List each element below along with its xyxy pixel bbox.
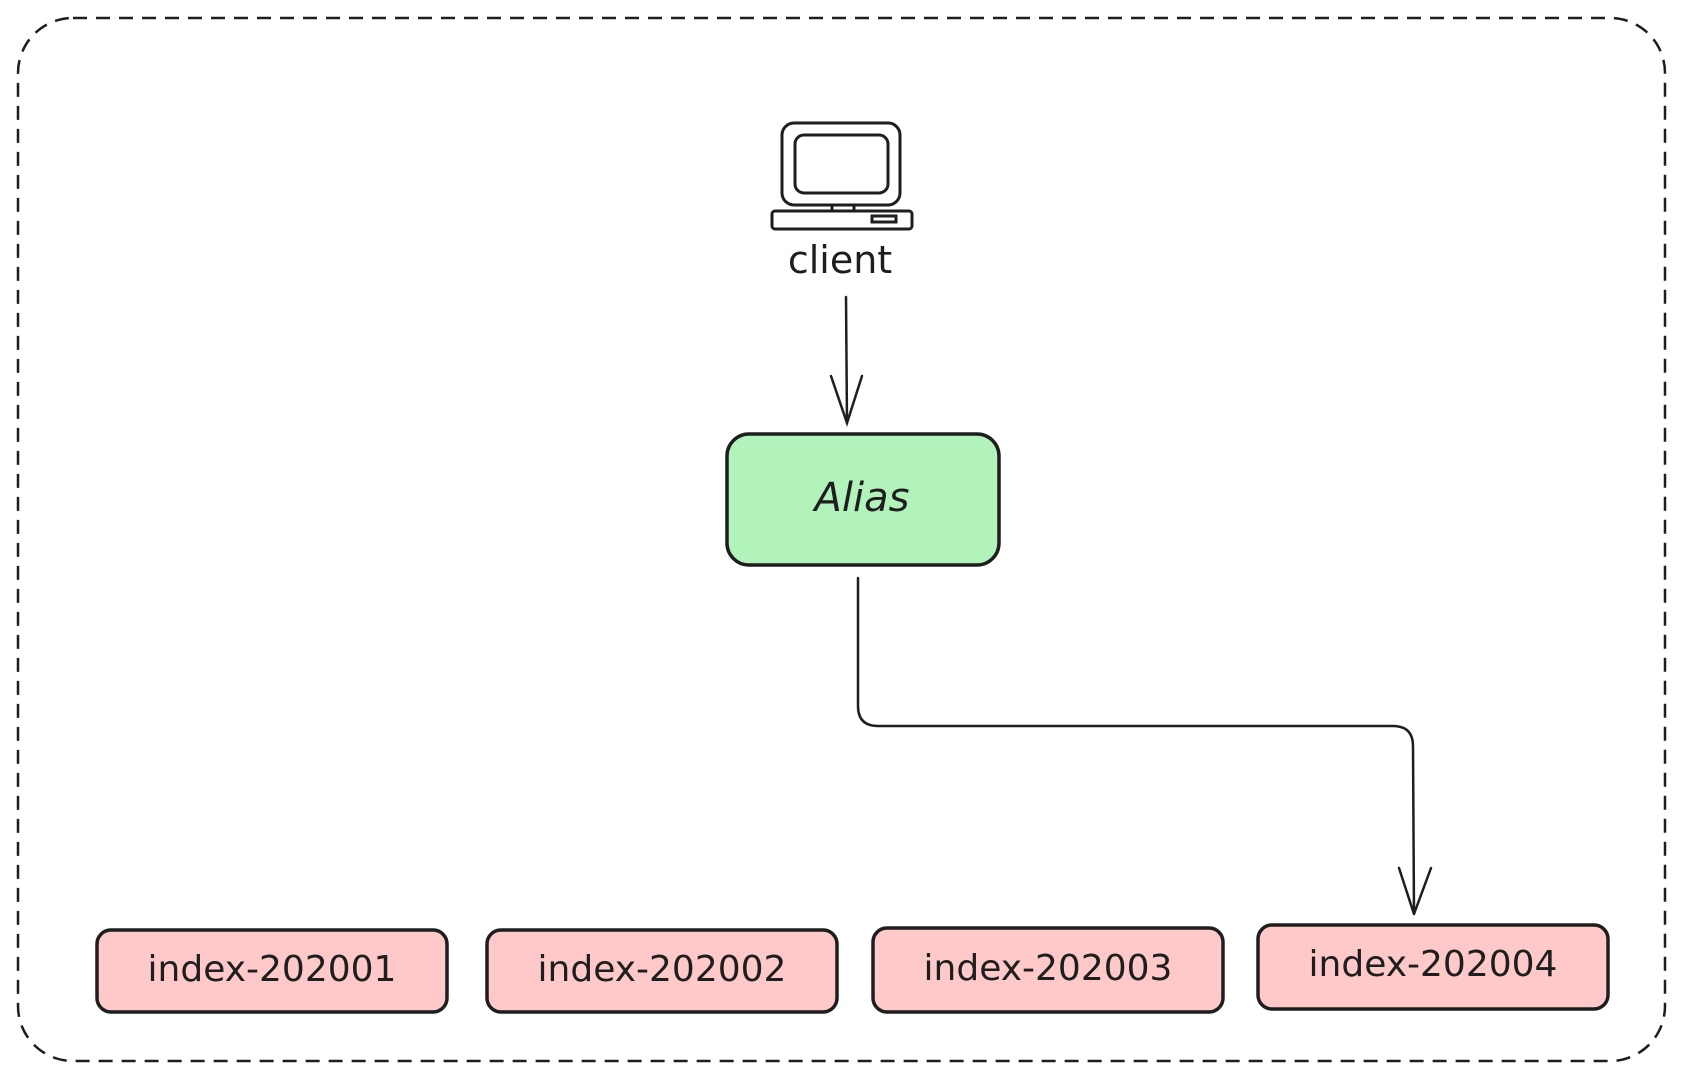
- index-label-1: index-202001: [147, 949, 397, 990]
- index-label-4: index-202004: [1308, 944, 1558, 985]
- alias-label: Alias: [814, 475, 910, 521]
- index-box-1: [95, 928, 449, 1014]
- index-label-3: index-202003: [923, 948, 1173, 989]
- index-box-2: [485, 928, 839, 1014]
- alias-box: [725, 432, 1001, 567]
- client-label: client: [787, 238, 893, 282]
- client-to-alias-arrow: [829, 295, 864, 427]
- index-label-2: index-202002: [537, 949, 787, 990]
- index-box-4: [1256, 923, 1610, 1011]
- alias-to-index-arrow: [856, 576, 1433, 916]
- index-box-3: [871, 926, 1225, 1014]
- computer-icon: [770, 121, 914, 231]
- dashed-frame: [16, 16, 1667, 1063]
